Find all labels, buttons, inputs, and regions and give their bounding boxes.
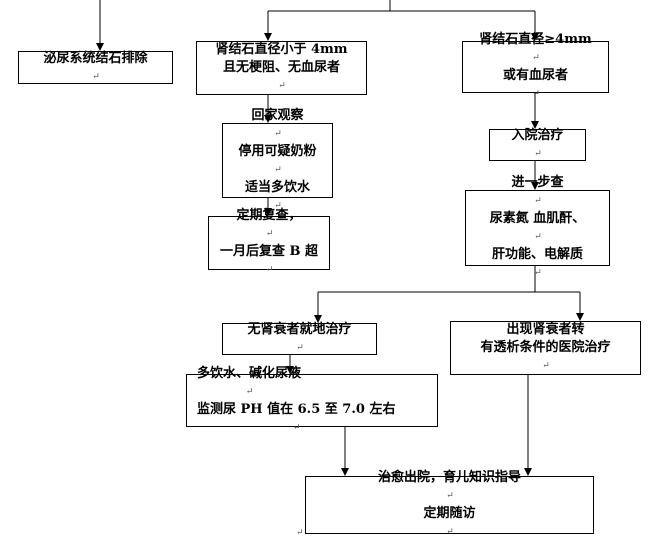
node-line: 治愈出院，育儿知识指导↵ [377,470,521,501]
node-line: 肾结石直径≥4mm↵ [479,32,592,63]
node-line: 或有血尿者↵ [502,68,568,99]
node-line: 且无梗阻、无血尿者↵ [222,60,340,91]
node-line: 泌尿系统结石排除↵ [43,50,148,82]
node-line: 进一步查↵ [511,175,564,206]
node-line: 定期复查，↵ [236,208,302,239]
node-line: 一月后复查 B 超↵ [219,244,319,275]
node-line: 定期随访↵ [423,506,476,537]
paragraph-mark: ↵ [296,528,304,538]
node-line: 无肾衰者就地治疗↵ [247,322,352,353]
node-urinary-stone-excluded: 泌尿系统结石排除↵ [18,51,173,84]
node-line: 多饮水、碱化尿液↵ [197,365,302,397]
node-further-exam: 进一步查↵ 尿素氮 血肌酐、↵ 肝功能、电解质↵ [465,175,610,278]
node-line: 有透析条件的医院治疗↵ [480,340,611,371]
node-line: 停用可疑奶粉↵ [238,143,317,175]
node-line: 监测尿 PH 值在 6.5 至 7.0 左右↵ [197,401,396,433]
node-line: 入院治疗↵ [511,128,564,159]
node-transfer-dialysis: 出现肾衰者转 有透析条件的医院治疗↵ [450,321,641,375]
node-discharge-followup: 治愈出院，育儿知识指导↵ 定期随访↵ [305,470,594,537]
node-line: 肾结石直径小于 4mm [215,42,348,57]
node-stone-large: 肾结石直径≥4mm↵ 或有血尿者↵ [462,32,609,99]
node-line: 尿素氮 血肌酐、↵ [489,211,586,242]
node-local-treatment: 无肾衰者就地治疗↵ [222,322,377,355]
node-home-observe: 回家观察↵ 停用可疑奶粉↵ 适当多饮水↵ [222,108,333,211]
node-line: 出现肾衰者转 [506,322,585,337]
node-periodic-recheck: 定期复查，↵ 一月后复查 B 超↵ [208,208,330,275]
node-stone-small: 肾结石直径小于 4mm 且无梗阻、无血尿者↵ [196,41,367,95]
node-drink-alkalize: 多饮水、碱化尿液↵ 监测尿 PH 值在 6.5 至 7.0 左右↵ [186,366,438,433]
node-line: 适当多饮水↵ [244,179,310,211]
node-line: 肝功能、电解质↵ [491,247,583,278]
node-line: 回家观察↵ [251,107,304,139]
node-admit-hospital: 入院治疗↵ [489,128,586,161]
